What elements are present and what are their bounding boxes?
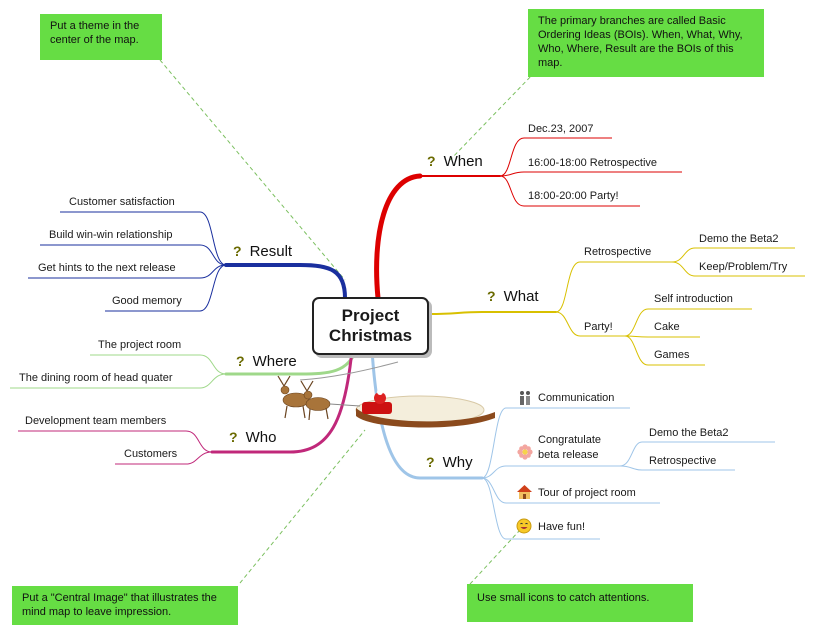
note-boi-text: The primary branches are called Basic Or… <box>538 15 743 69</box>
people-icon <box>520 391 530 405</box>
branch-where[interactable]: ? Where <box>236 353 297 370</box>
what-subbranches <box>555 247 805 366</box>
note-central-image-text: Put a "Central Image" that illustrates t… <box>22 592 217 618</box>
who-item[interactable]: Customers <box>124 448 178 460</box>
branch-what[interactable]: ? What <box>487 288 539 305</box>
why-item-communication[interactable]: Communication <box>538 392 615 404</box>
callout-line-theme <box>159 59 346 281</box>
what-party-item[interactable]: Self introduction <box>654 293 733 305</box>
why-subbranches <box>481 407 775 540</box>
branch-line-why <box>370 348 484 480</box>
note-boi: The primary branches are called Basic Or… <box>528 9 764 77</box>
branch-result[interactable]: ? Result <box>233 243 292 260</box>
branch-when[interactable]: ? When <box>427 153 483 170</box>
result-item[interactable]: Build win-win relationship <box>49 229 173 241</box>
who-item[interactable]: Development team members <box>25 415 167 427</box>
result-item[interactable]: Good memory <box>112 295 182 307</box>
where-item[interactable]: The project room <box>98 339 182 351</box>
branch-line-when <box>374 173 423 301</box>
branch-when-label: When <box>443 153 483 170</box>
result-item[interactable]: Customer satisfaction <box>69 196 175 208</box>
question-marker-icon: ? <box>487 288 496 304</box>
why-item-congratulate-line1: Congratulate <box>538 434 601 446</box>
branch-line-what <box>429 311 557 315</box>
when-item[interactable]: 18:00-20:00 Party! <box>528 190 619 202</box>
question-marker-icon: ? <box>427 153 436 169</box>
callout-lines <box>159 59 536 585</box>
question-marker-icon: ? <box>233 243 242 259</box>
branch-line-result <box>224 263 347 300</box>
house-icon <box>517 485 532 499</box>
question-marker-icon: ? <box>426 454 435 470</box>
branch-line-where <box>224 348 358 376</box>
result-item[interactable]: Get hints to the next release <box>38 262 176 274</box>
why-congratulate-sub[interactable]: Demo the Beta2 <box>649 427 729 439</box>
branch-line-who <box>210 348 354 454</box>
why-item-congratulate-line2: beta release <box>538 449 599 461</box>
central-topic-line1: Project <box>341 306 400 325</box>
why-congratulate-sub[interactable]: Retrospective <box>649 455 717 467</box>
branch-where-label: Where <box>252 353 297 370</box>
central-image-sleigh <box>277 361 495 428</box>
question-marker-icon: ? <box>229 429 238 445</box>
branch-why-label: Why <box>442 454 473 471</box>
flower-icon <box>517 444 533 460</box>
central-topic[interactable]: Project Christmas <box>312 297 429 355</box>
what-party-item[interactable]: Cake <box>654 321 680 333</box>
what-party[interactable]: Party! <box>584 321 613 333</box>
branch-result-label: Result <box>249 243 293 260</box>
central-topic-line2: Christmas <box>328 326 413 345</box>
when-item[interactable]: Dec.23, 2007 <box>528 123 594 135</box>
what-retrospective[interactable]: Retrospective <box>584 246 652 258</box>
question-marker-icon: ? <box>236 353 245 369</box>
why-item-congratulate[interactable]: Congratulate beta release <box>538 433 601 463</box>
what-retrospective-item[interactable]: Keep/Problem/Try <box>699 261 788 273</box>
why-item-tour[interactable]: Tour of project room <box>538 487 636 499</box>
smiley-icon <box>516 518 532 534</box>
branch-what-label: What <box>503 288 539 305</box>
when-item[interactable]: 16:00-18:00 Retrospective <box>528 157 658 169</box>
what-retrospective-item[interactable]: Demo the Beta2 <box>699 233 779 245</box>
callout-line-icons <box>469 529 521 585</box>
when-subbranches <box>499 137 682 207</box>
callout-line-central-image <box>239 429 366 584</box>
why-item-fun[interactable]: Have fun! <box>538 521 586 533</box>
branch-why[interactable]: ? Why <box>426 454 473 471</box>
note-central-image: Put a "Central Image" that illustrates t… <box>12 586 238 625</box>
note-icons: Use small icons to catch attentions. <box>467 584 693 622</box>
branch-who-label: Who <box>245 429 277 446</box>
branch-who[interactable]: ? Who <box>229 429 276 446</box>
where-subbranches <box>10 354 227 389</box>
where-item[interactable]: The dining room of head quater <box>19 372 173 384</box>
who-subbranches <box>18 430 213 465</box>
note-theme: Put a theme in the center of the map. <box>40 14 162 60</box>
note-icons-text: Use small icons to catch attentions. <box>477 592 650 604</box>
what-party-item[interactable]: Games <box>654 349 690 361</box>
note-theme-text: Put a theme in the center of the map. <box>50 20 140 46</box>
callout-line-boi <box>449 71 536 161</box>
result-subbranches <box>28 211 227 312</box>
